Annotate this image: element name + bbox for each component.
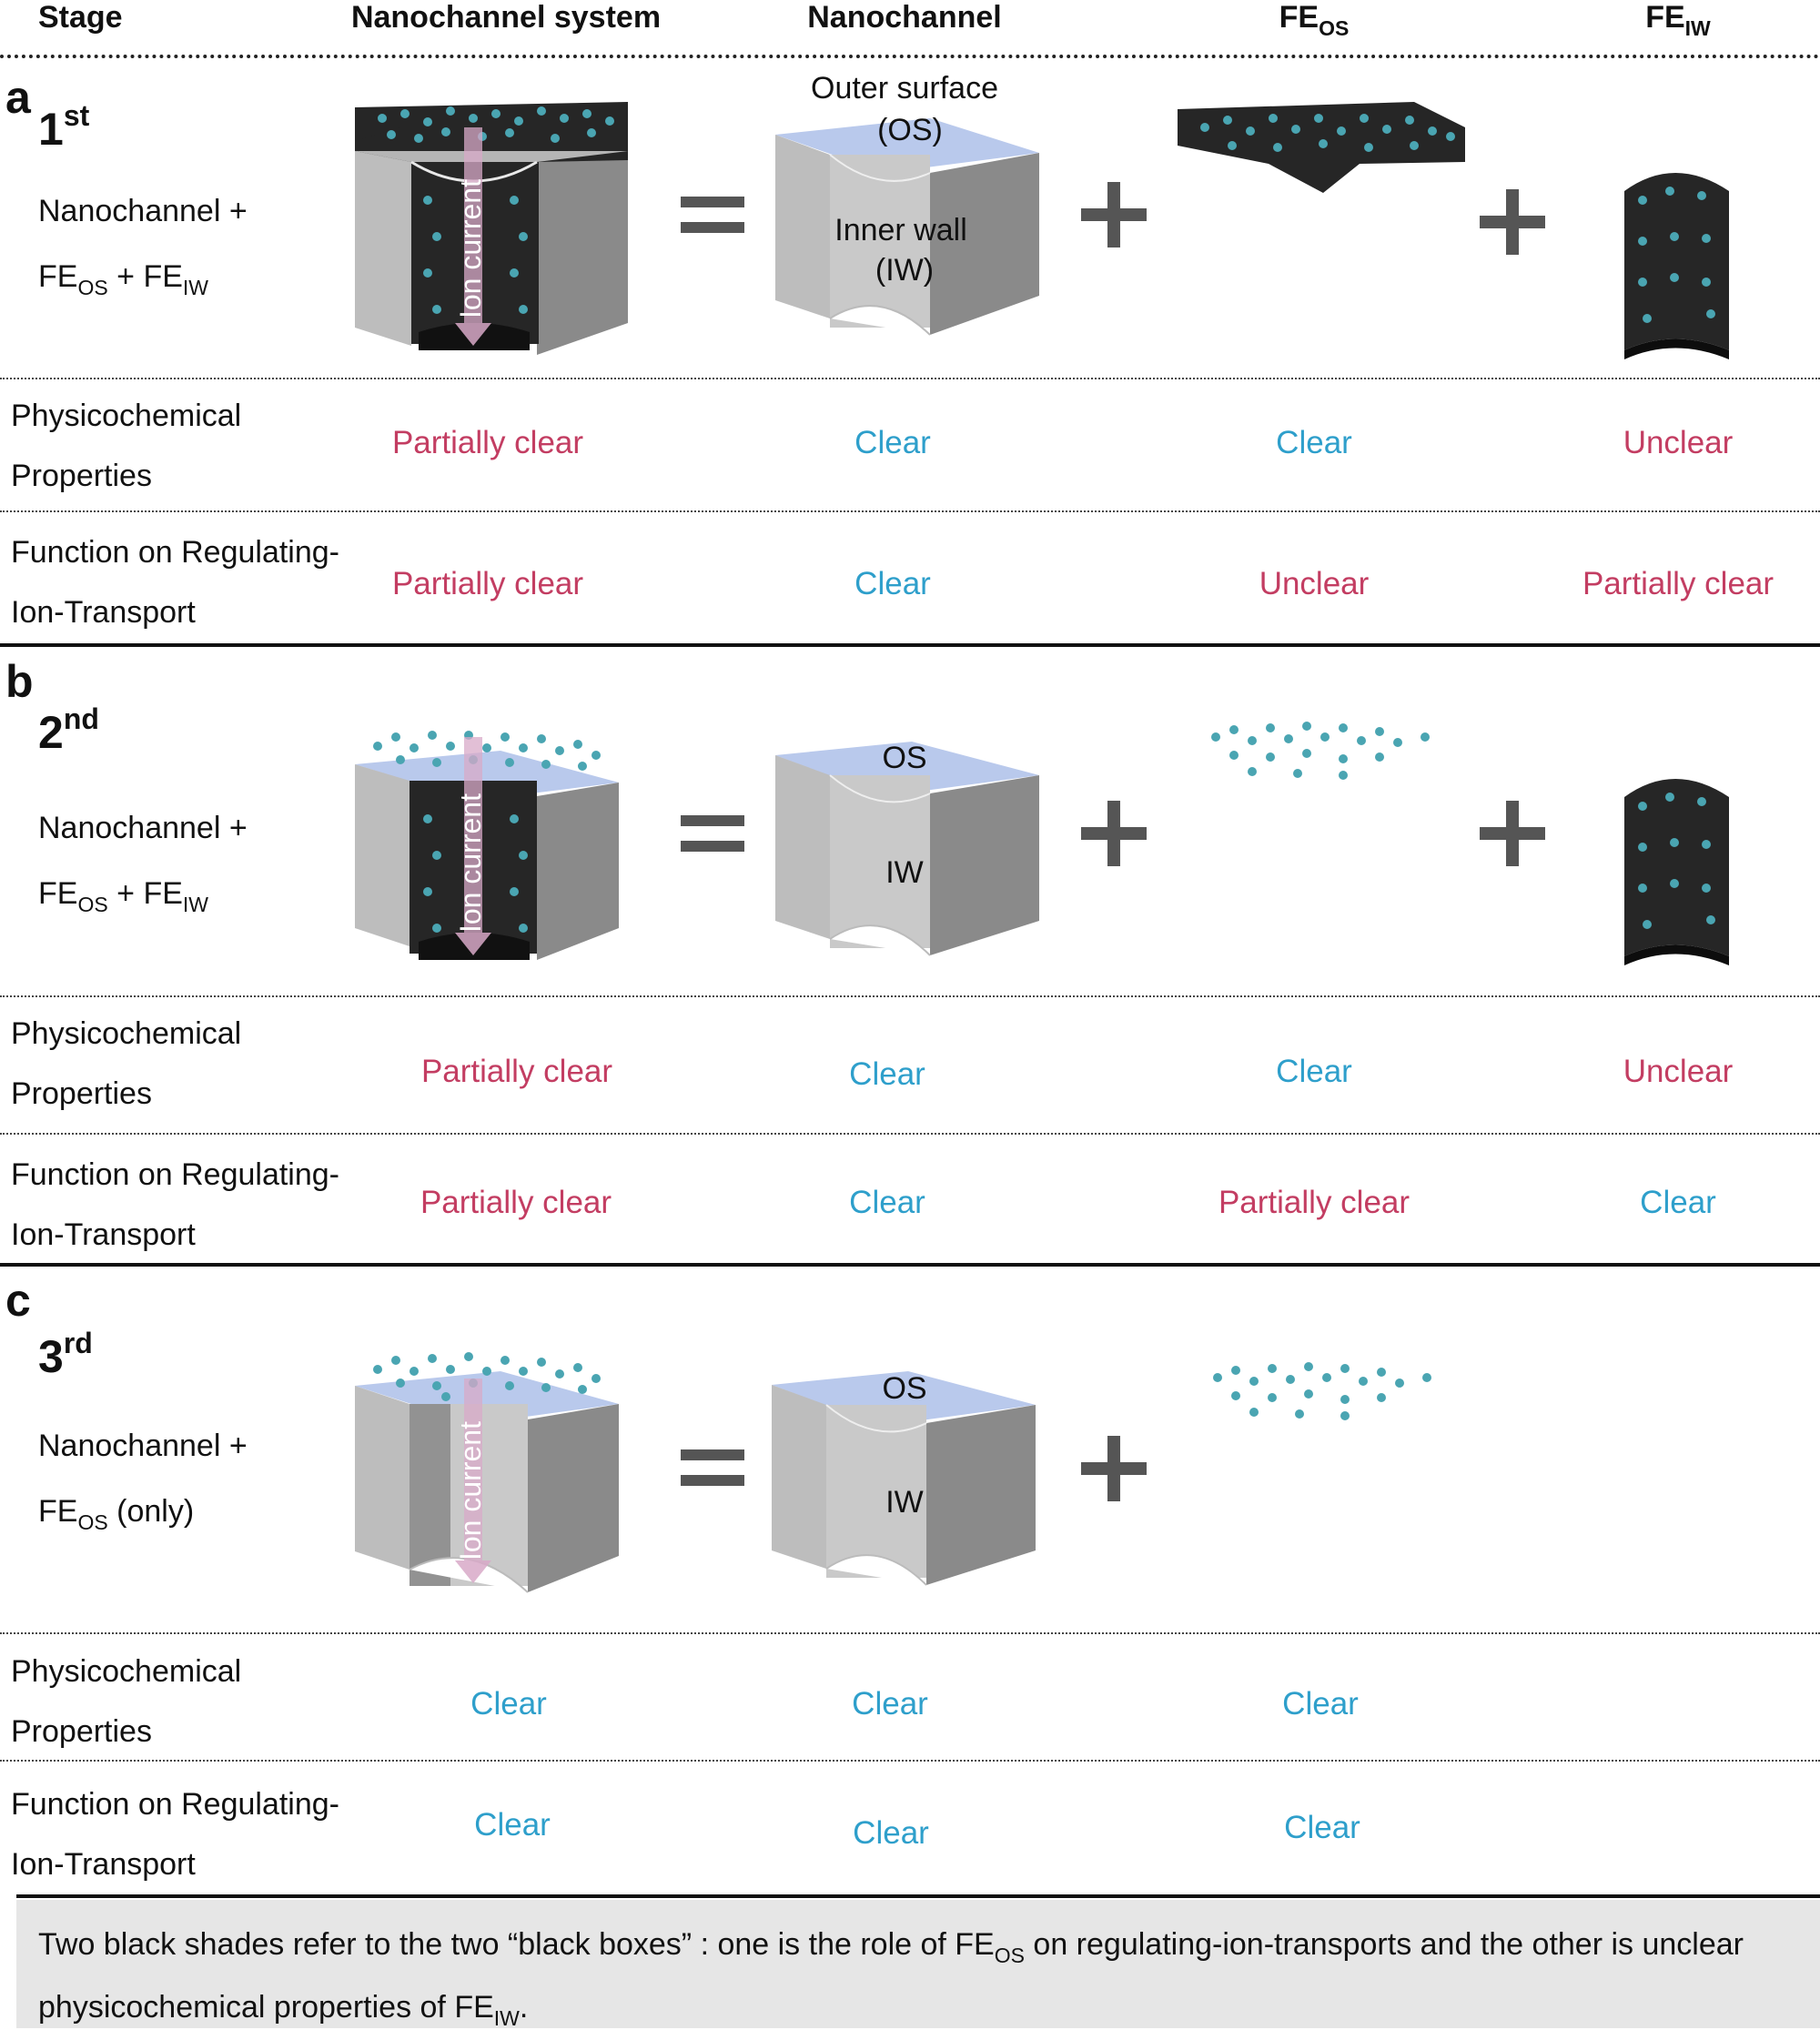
- section-a-function-fe-iw: Partially clear: [1582, 566, 1774, 601]
- section-b-nanochannel-figure: [775, 742, 1039, 956]
- section-c-function-fe-os: Clear: [1284, 1810, 1360, 1845]
- label-iw-paren: (IW): [875, 253, 935, 288]
- molecule-cluster: [378, 106, 614, 314]
- section-b-fe-os-figure: [1211, 722, 1430, 780]
- section-a-physico-system: Partially clear: [391, 425, 584, 460]
- section-c-bottom-rule: [16, 1894, 1820, 1898]
- section-a-composition: Nanochannel + FEOS + FEIW: [38, 194, 248, 299]
- equals-icon: [681, 1449, 744, 1486]
- section-b-physico-fe-os: Clear: [1276, 1054, 1352, 1089]
- section-a-divider-2: [0, 510, 1820, 512]
- section-b-divider-1: [0, 995, 1820, 997]
- plus-icon: [1081, 182, 1147, 247]
- header-divider: [0, 55, 1820, 58]
- section-a-nanochannel-figure: [775, 118, 1039, 336]
- section-a-system-figure: Ion current: [355, 102, 628, 355]
- section-c-divider-2: [0, 1760, 1820, 1762]
- section-b-fe-iw-figure: [1624, 779, 1729, 965]
- section-b-function-fe-os: Partially clear: [1218, 1185, 1410, 1220]
- equals-icon: [681, 815, 744, 852]
- label-inner-wall: Inner wall: [834, 213, 967, 247]
- section-c-function-system: Clear: [474, 1807, 551, 1843]
- section-a-function-fe-os: Unclear: [1259, 566, 1370, 601]
- section-a-physico-nanochannel: Clear: [854, 425, 931, 460]
- section-a-function-system: Partially clear: [391, 566, 584, 601]
- header-fe-os: FEOS: [1279, 0, 1350, 40]
- label-os: OS: [882, 741, 927, 775]
- section-c-nanochannel-figure: [772, 1371, 1036, 1586]
- section-b-physico-fe-iw: Unclear: [1623, 1054, 1734, 1089]
- ion-current-label: Ion current: [454, 793, 487, 933]
- section-c-divider-1: [0, 1632, 1820, 1634]
- section-b-physico-nanochannel: Clear: [849, 1056, 925, 1092]
- section-b-stage: 2nd: [38, 702, 99, 758]
- plus-icon: [1081, 1436, 1147, 1501]
- equals-icon: [681, 197, 744, 233]
- section-c-function-nanochannel: Clear: [853, 1815, 929, 1851]
- section-c-system-figure: Ion current: [355, 1352, 619, 1593]
- header-fe-iw: FEIW: [1645, 0, 1711, 40]
- section-c-letter: c: [5, 1275, 31, 1326]
- header-nanochannel: Nanochannel: [807, 0, 1002, 35]
- section-b-divider-2: [0, 1133, 1820, 1135]
- section-b-function-fe-iw: Clear: [1640, 1185, 1716, 1220]
- section-a-physico-fe-iw: Unclear: [1623, 425, 1734, 460]
- label-iw: IW: [885, 855, 924, 890]
- section-a-physico-fe-os: Clear: [1276, 425, 1352, 460]
- label-os-paren: (OS): [877, 113, 943, 147]
- section-b-physico-system: Partially clear: [420, 1054, 613, 1089]
- section-a-fe-iw-figure: [1624, 173, 1729, 359]
- section-b-function-label: Function on Regulating-Ion-Transport: [11, 1157, 340, 1252]
- header-nanochannel-system: Nanochannel system: [350, 0, 662, 35]
- section-c-physico-fe-os: Clear: [1282, 1686, 1359, 1722]
- section-a-bottom-rule: [0, 643, 1820, 647]
- footnote-text: Two black shades refer to the two “black…: [38, 1927, 1744, 2030]
- footnote-box: Two black shades refer to the two “black…: [16, 1900, 1820, 2030]
- label-iw: IW: [885, 1485, 924, 1520]
- plus-icon: [1480, 189, 1545, 255]
- section-c-composition: Nanochannel + FEOS (only): [38, 1429, 248, 1534]
- section-c-stage: 3rd: [38, 1327, 93, 1382]
- section-a-stage: 1st: [38, 99, 90, 155]
- section-c-physico-system: Clear: [470, 1686, 547, 1722]
- section-a-fe-os-figure: [1178, 102, 1465, 193]
- section-c-function-label: Function on Regulating-Ion-Transport: [11, 1787, 340, 1882]
- section-a-function-label: Function on Regulating-Ion-Transport: [11, 535, 340, 630]
- section-b-system-figure: Ion current: [355, 731, 619, 960]
- section-a-function-nanochannel: Clear: [854, 566, 931, 601]
- section-c-physico-nanochannel: Clear: [852, 1686, 928, 1722]
- header-stage: Stage: [38, 0, 123, 35]
- section-b-bottom-rule: [0, 1263, 1820, 1267]
- plus-icon: [1081, 801, 1147, 866]
- section-b-letter: b: [5, 656, 34, 707]
- label-os: OS: [882, 1371, 927, 1406]
- ion-current-label: Ion current: [454, 1421, 487, 1560]
- ion-current-label: Ion current: [454, 179, 487, 318]
- section-c-fe-os-figure: [1213, 1362, 1431, 1420]
- label-outer-surface: Outer surface: [811, 71, 998, 106]
- section-b-composition: Nanochannel + FEOS + FEIW: [38, 811, 248, 916]
- section-b-function-nanochannel: Clear: [849, 1185, 925, 1220]
- section-b-function-system: Partially clear: [420, 1185, 612, 1220]
- section-a-divider-1: [0, 378, 1820, 379]
- section-a-letter: a: [5, 72, 31, 123]
- plus-icon: [1480, 801, 1545, 866]
